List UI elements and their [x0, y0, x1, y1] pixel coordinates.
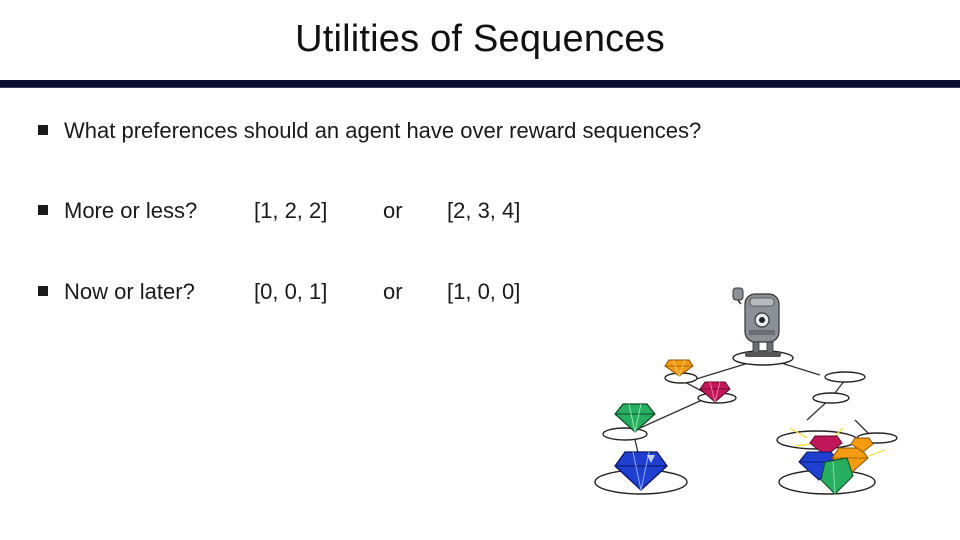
or-connector: or — [383, 198, 403, 223]
bullet-more-or-less: More or less? — [38, 198, 197, 224]
bullet-question-text: What preferences should an agent have ov… — [64, 118, 702, 143]
pad — [812, 392, 850, 404]
bullet-question: What preferences should an agent have ov… — [38, 118, 701, 144]
pads — [594, 350, 898, 495]
sequence-option-a: [1, 2, 2] — [254, 198, 328, 223]
title-divider — [0, 80, 960, 87]
blue-gem-icon — [614, 451, 668, 491]
orange-gem-icon — [664, 359, 694, 378]
bullet-square-icon — [38, 125, 48, 136]
row-label: Now or later? — [64, 279, 195, 304]
bullet-now-or-later: Now or later? — [38, 279, 195, 305]
slide-title: Utilities of Sequences — [295, 18, 665, 60]
magenta-gem-icon — [699, 381, 731, 403]
robot-gem-path-illustration — [594, 287, 898, 495]
pad — [602, 427, 648, 441]
bullet-square-icon — [38, 205, 48, 216]
gem-pile-icon — [789, 427, 886, 495]
bullet-square-icon — [38, 286, 48, 297]
or-connector: or — [383, 279, 403, 304]
green-gem-icon — [614, 403, 656, 433]
sequence-option-b: [1, 0, 0] — [447, 279, 521, 304]
robot-icon — [732, 287, 781, 357]
pad — [824, 371, 866, 383]
row-label: More or less? — [64, 198, 198, 223]
sequence-option-b: [2, 3, 4] — [447, 198, 521, 223]
sequence-option-a: [0, 0, 1] — [254, 279, 328, 304]
